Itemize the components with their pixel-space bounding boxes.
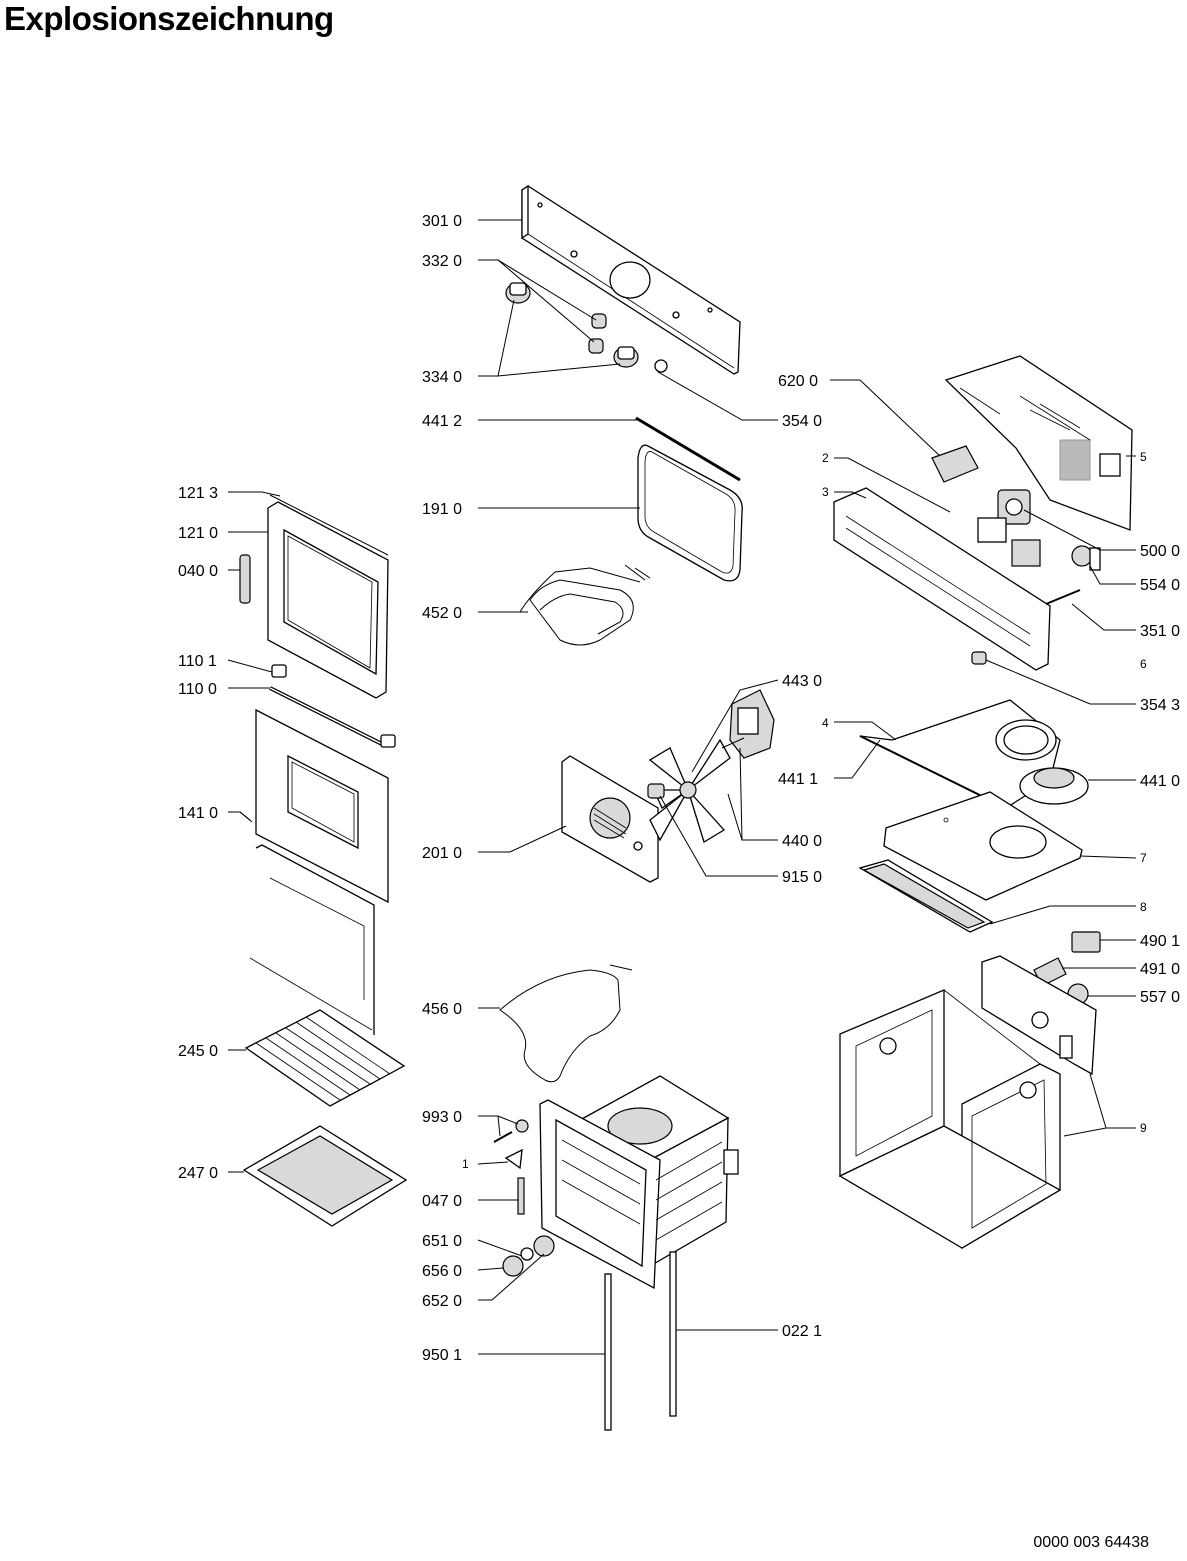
label-456-0: 456 0 — [422, 1001, 462, 1018]
door-glass-inner-part — [249, 844, 375, 1035]
oven-housing-part — [838, 989, 1062, 1250]
label-191-0: 191 0 — [422, 501, 462, 518]
label-022-1: 022 1 — [782, 1323, 822, 1340]
wire-rack-part — [244, 1009, 406, 1107]
label-652-0: 652 0 — [422, 1293, 462, 1310]
label-554-0: 554 0 — [1140, 577, 1180, 594]
label-201-0: 201 0 — [422, 845, 462, 862]
insulation-plate-part — [883, 791, 1083, 901]
label-047-0: 047 0 — [422, 1193, 462, 1210]
door-handle-part — [239, 554, 251, 604]
document-number: 0000 003 64438 — [1033, 1534, 1149, 1551]
cavity-seal-part — [604, 1251, 677, 1431]
label-247-0: 247 0 — [178, 1165, 218, 1182]
bottom-channel-part — [858, 859, 994, 933]
door-hinge-rod-part — [269, 664, 396, 748]
hinge-bracket-part — [517, 1177, 525, 1215]
lamp-part — [502, 1235, 555, 1277]
label-9: 9 — [1140, 1121, 1147, 1135]
rear-panel-part — [981, 955, 1097, 1076]
knob-part — [505, 282, 639, 368]
leader-lines — [227, 219, 1137, 1355]
cooling-frame-part — [944, 355, 1133, 531]
label-8: 8 — [1140, 900, 1147, 914]
label-950-1: 950 1 — [422, 1347, 462, 1364]
label-440-0: 440 0 — [782, 833, 822, 850]
label-4: 4 — [822, 716, 829, 730]
label-121-0: 121 0 — [178, 525, 218, 542]
cooling-fan-motor-part — [997, 489, 1031, 525]
label-441-2: 441 2 — [422, 413, 462, 430]
label-443-0: 443 0 — [782, 673, 822, 690]
label-656-0: 656 0 — [422, 1263, 462, 1280]
thermostat-part — [1071, 545, 1101, 571]
part-number-labels: 301 0 332 0 334 0 354 0 441 2 191 0 452 … — [178, 213, 1180, 1364]
front-frame-part — [833, 487, 1051, 671]
baking-tray-part — [242, 1125, 408, 1227]
label-441-1: 441 1 — [778, 771, 818, 788]
label-245-0: 245 0 — [178, 1043, 218, 1060]
label-915-0: 915 0 — [782, 869, 822, 886]
door-glass-outer-part — [255, 708, 389, 904]
label-334-0: 334 0 — [422, 369, 462, 386]
label-141-0: 141 0 — [178, 805, 218, 822]
seal-strip-part — [635, 416, 741, 482]
fan-duct-plate-part — [859, 699, 1061, 809]
screw-part — [493, 1119, 529, 1143]
label-121-3: 121 3 — [178, 485, 218, 502]
fan-nut-part — [647, 783, 665, 799]
label-1: 1 — [462, 1157, 469, 1171]
fan-motor-part — [721, 689, 775, 759]
label-354-0: 354 0 — [782, 413, 822, 430]
label-2: 2 — [822, 451, 829, 465]
label-651-0: 651 0 — [422, 1233, 462, 1250]
label-490-1: 490 1 — [1140, 933, 1180, 950]
label-110-0: 110 0 — [178, 681, 217, 698]
label-441-0: 441 0 — [1140, 773, 1180, 790]
label-351-0: 351 0 — [1140, 623, 1180, 640]
door-inner-frame-part — [267, 494, 389, 699]
label-500-0: 500 0 — [1140, 543, 1180, 560]
fan-wheel-part — [648, 738, 731, 843]
label-3: 3 — [822, 485, 829, 499]
switch-block-part — [931, 445, 979, 483]
label-040-0: 040 0 — [178, 563, 218, 580]
grill-heating-element-part — [519, 564, 651, 646]
label-354-3: 354 3 — [1140, 697, 1180, 714]
fan-cover-part — [561, 755, 659, 883]
door-gasket-part — [637, 444, 743, 582]
label-5: 5 — [1140, 450, 1147, 464]
label-6: 6 — [1140, 657, 1147, 671]
label-993-0: 993 0 — [422, 1109, 462, 1126]
label-332-0: 332 0 — [422, 253, 462, 270]
tangential-fan-part — [1019, 767, 1089, 805]
bottom-heating-element-part — [499, 964, 633, 1083]
label-110-1: 110 1 — [178, 653, 217, 670]
rod-part — [1045, 589, 1081, 605]
label-452-0: 452 0 — [422, 605, 462, 622]
label-491-0: 491 0 — [1140, 961, 1180, 978]
clip-part — [504, 1148, 523, 1170]
label-557-0: 557 0 — [1140, 989, 1180, 1006]
label-620-0: 620 0 — [778, 373, 818, 390]
knob-shaft-part — [588, 313, 607, 354]
indicator-lamp-part — [654, 359, 668, 373]
label-7: 7 — [1140, 851, 1147, 865]
label-301-0: 301 0 — [422, 213, 462, 230]
control-panel-part — [521, 184, 741, 375]
bulb-part — [971, 651, 987, 665]
oven-cavity-part — [539, 1075, 739, 1290]
lamp-cover-part — [1071, 931, 1101, 953]
page-title: Explosionszeichnung — [4, 0, 334, 37]
